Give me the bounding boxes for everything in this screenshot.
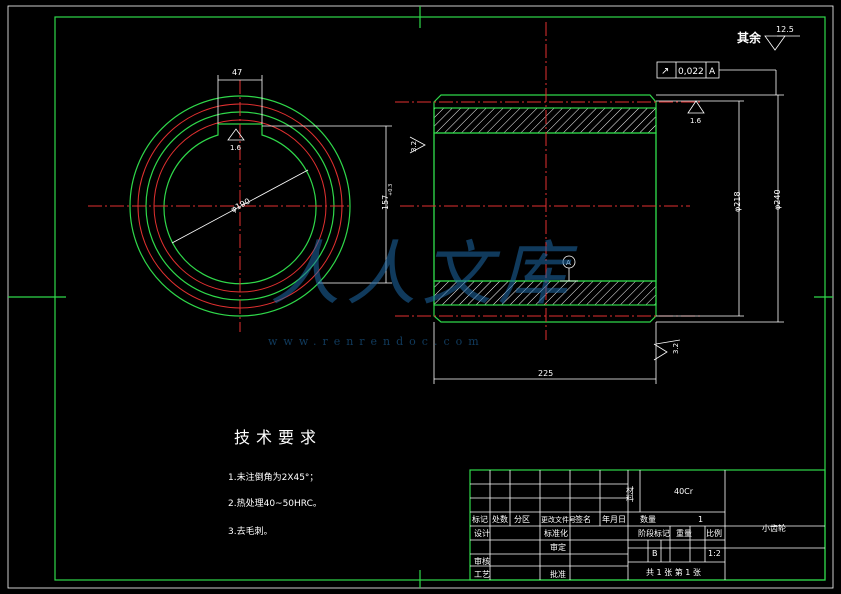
hatch-top bbox=[433, 107, 657, 134]
watermark-brand: 人人文库 bbox=[270, 233, 578, 315]
tech-item-2: 2.热处理40~50HRC。 bbox=[228, 497, 322, 509]
row-change-doc: 更改文件号 bbox=[541, 515, 576, 524]
row-sign: 签名 bbox=[575, 514, 591, 524]
review-label: 审定 bbox=[550, 542, 566, 552]
inner-border bbox=[54, 16, 826, 581]
weight-label: 重量 bbox=[676, 528, 692, 538]
tech-item-3: 3.去毛刺。 bbox=[228, 525, 273, 537]
roughness-bottom-value: 3.2 bbox=[672, 343, 680, 354]
row-count: 处数 bbox=[492, 514, 508, 524]
centering-marks bbox=[8, 6, 833, 588]
process-label: 工艺 bbox=[474, 570, 490, 579]
roughness-left-value: 3.2 bbox=[410, 141, 418, 152]
tolerance-value: 0,022 bbox=[678, 67, 704, 77]
keyway-tolerance: +0.3 bbox=[388, 184, 394, 196]
end-view bbox=[88, 75, 392, 332]
outer-diameter-value: φ240 bbox=[773, 189, 782, 210]
tolerance-datum: A bbox=[709, 67, 716, 77]
tech-requirements-heading: 技术要求 bbox=[234, 428, 322, 447]
scale-value: 1:2 bbox=[708, 549, 721, 558]
section-view bbox=[395, 22, 800, 384]
key-width-value: 47 bbox=[232, 68, 242, 77]
inner-diameter-value: φ218 bbox=[733, 191, 742, 212]
quantity-label: 数量 bbox=[640, 514, 656, 524]
title-block bbox=[469, 469, 826, 581]
roughness-right-value: 1.6 bbox=[690, 117, 702, 125]
bore-outline bbox=[433, 132, 657, 282]
check-label: 审核 bbox=[474, 556, 490, 566]
roughness-other-value: 12.5 bbox=[776, 25, 794, 34]
quantity-value: 1 bbox=[698, 515, 703, 524]
title-block-text: 材料 40Cr 小齿轮 标记 处数 分区 更改文件号 签名 年月日 设计 标准化… bbox=[472, 485, 786, 579]
row-date: 年月日 bbox=[602, 514, 626, 524]
stage-b: B bbox=[652, 549, 658, 558]
tolerance-symbol: ↗ bbox=[661, 66, 669, 77]
labels: 其余 12.5 ↗ 0,022 A 47 1.6 φ190 157 +0.3 3… bbox=[228, 25, 794, 537]
material-label-1: 材料 bbox=[626, 485, 635, 503]
material-value: 40Cr bbox=[674, 487, 694, 496]
row-mark: 标记 bbox=[472, 514, 488, 524]
scale-label: 比例 bbox=[706, 528, 722, 538]
approve-label: 批准 bbox=[550, 569, 566, 579]
tech-item-1: 1.未注倒角为2X45°； bbox=[228, 471, 318, 483]
other-surfaces-label: 其余 bbox=[737, 30, 762, 45]
roughness-other bbox=[764, 35, 786, 51]
bore-diameter-line bbox=[171, 169, 309, 244]
design-label: 设计 bbox=[474, 528, 490, 538]
datum-a-label: A bbox=[566, 259, 571, 267]
keyway-depth-value: 157 bbox=[381, 195, 390, 210]
part-name: 小齿轮 bbox=[762, 523, 786, 533]
length-value: 225 bbox=[538, 369, 553, 378]
roughness-key-value: 1.6 bbox=[230, 144, 242, 152]
bore-diameter-value: φ190 bbox=[229, 197, 251, 215]
watermark-url: www.renrendoc.com bbox=[268, 335, 485, 348]
outer-circle bbox=[129, 95, 351, 317]
sheets-label: 共 1 张 第 1 张 bbox=[646, 567, 701, 577]
hatch-bottom bbox=[433, 280, 657, 306]
row-zone: 分区 bbox=[514, 515, 530, 524]
standard-label: 标准化 bbox=[544, 528, 568, 538]
stage-mark-label: 阶段标记 bbox=[638, 528, 670, 538]
